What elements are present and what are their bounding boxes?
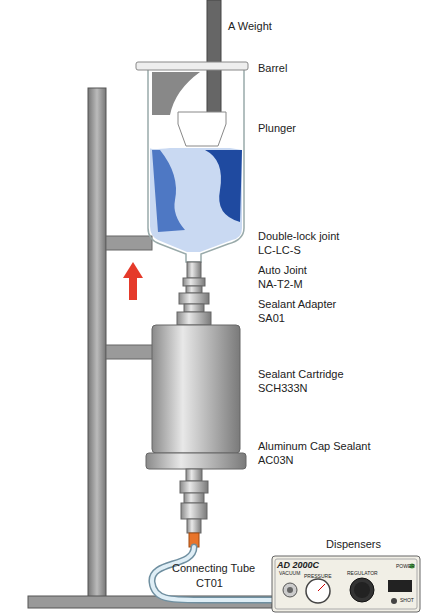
connecting-tube <box>152 547 290 600</box>
part-number: AC03N <box>258 454 293 467</box>
barrel-flange <box>136 62 248 70</box>
flow-arrow <box>123 262 143 300</box>
regulator-knob <box>354 582 370 598</box>
stand-arm <box>106 345 154 359</box>
pressure-gauge <box>306 579 330 603</box>
liquid-dark <box>152 150 185 232</box>
liquid-dark <box>205 150 242 222</box>
stand-arm <box>106 236 152 250</box>
connecting-tube <box>152 547 290 600</box>
auto-joint <box>179 293 209 304</box>
dispenser-panel <box>275 559 417 609</box>
part-label: Barrel <box>258 62 287 75</box>
dispenser-body <box>272 556 420 612</box>
panel-label: VACUUM <box>279 570 300 576</box>
fitting <box>187 519 201 533</box>
fitting <box>186 469 202 481</box>
double-lock-joint <box>187 262 201 278</box>
auto-joint <box>183 278 205 286</box>
fitting <box>180 481 208 493</box>
part-number: LC-LC-S <box>258 244 301 257</box>
auto-joint <box>186 286 202 293</box>
outlet-port <box>287 587 293 593</box>
stand-pole <box>88 88 106 598</box>
part-label: Dispensers <box>326 538 381 551</box>
part-label: Aluminum Cap Sealant <box>258 440 371 453</box>
weight-rod <box>207 0 221 118</box>
part-label: Plunger <box>258 122 296 135</box>
fitting <box>181 503 207 519</box>
model-label: AD 2000C <box>277 560 319 571</box>
panel-label: SHOT <box>400 597 414 603</box>
shot-button <box>391 598 397 604</box>
weight-shadow <box>152 72 200 115</box>
part-label: Connecting Tube <box>172 562 255 575</box>
part-label: Double-lock joint <box>258 230 339 243</box>
part-number: CT01 <box>196 577 223 590</box>
part-number: SCH333N <box>258 382 308 395</box>
outlet-port <box>283 583 297 597</box>
part-label: A Weight <box>228 20 272 33</box>
part-label: Sealant Adapter <box>258 298 336 311</box>
part-number: NA-T2-M <box>258 278 303 291</box>
plunger <box>178 112 226 146</box>
sealant-adapter <box>184 304 204 312</box>
aluminum-cap <box>146 453 246 469</box>
panel-label: REGULATOR <box>347 570 378 576</box>
fitting <box>184 493 204 503</box>
timer-switch <box>388 580 412 592</box>
gauge-needle <box>318 584 325 591</box>
regulator-knob <box>350 578 374 602</box>
panel-label: PRESSURE <box>304 573 332 579</box>
part-label: Sealant Cartridge <box>258 368 344 381</box>
panel-label: POWER <box>396 563 415 569</box>
barrel-body <box>148 70 244 262</box>
sealant-cartridge <box>152 325 240 453</box>
part-label: Auto Joint <box>258 264 307 277</box>
sealant-adapter <box>177 312 211 325</box>
part-number: SA01 <box>258 312 285 325</box>
